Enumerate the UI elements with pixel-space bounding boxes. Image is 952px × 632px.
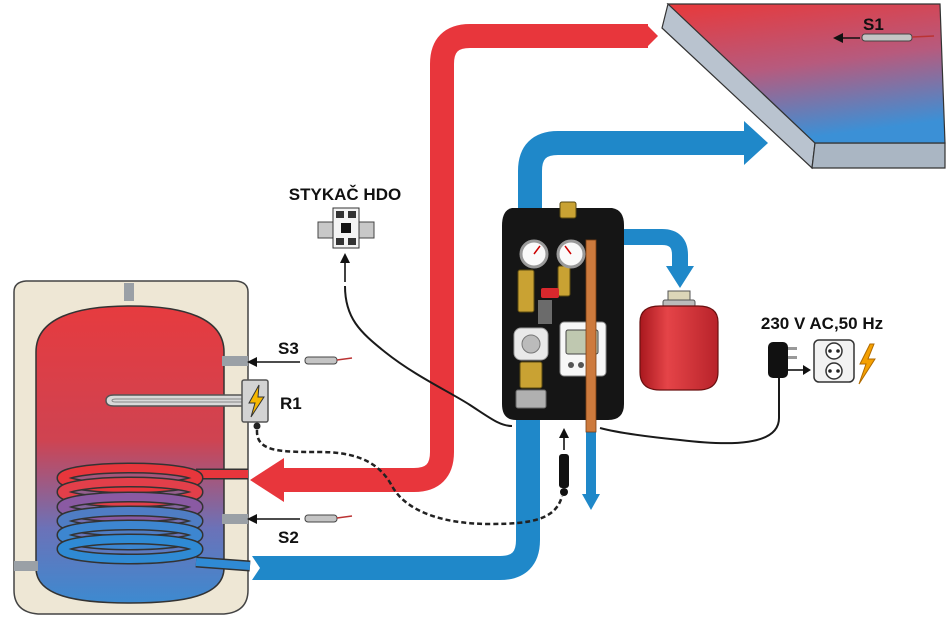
sensor-wire [336,515,353,519]
heater-rod-inner [111,398,242,403]
storage-tank [13,280,251,615]
tank-strap-left [14,561,38,571]
hdo-contactor-icon [317,207,375,249]
sensor-probe [304,514,338,523]
hot-pipe-body [282,24,648,492]
sensor-wire [911,35,935,38]
label-r1: R1 [280,394,302,413]
sensor-s3 [247,356,353,367]
flow-meter [538,300,552,324]
socket-plate [813,339,855,383]
heat-exchanger-coil [56,462,251,572]
contactor-terminal [348,238,356,245]
station-left-valve [517,269,535,313]
power-cable [599,378,780,445]
hot-pipe-arrow-icon [250,458,284,502]
station-housing [502,208,624,420]
coil-outlet-fill [195,558,251,570]
cold-return-pipe [252,412,540,580]
connector-end [560,488,568,496]
tank-strap-right-top [222,356,248,366]
plug-pin [788,347,797,350]
collector-absorber [666,3,946,144]
copper-return-pipe [585,239,597,433]
socket-hole [836,349,840,353]
heater-rod [105,394,242,407]
contactor-terminal [336,238,344,245]
station-lower-valve [515,389,547,409]
station-lower-fitting [519,361,543,389]
collector-supply-arrow-icon [744,121,768,165]
power-plug-icon [768,342,797,378]
sensor-s2 [247,514,353,524]
contactor-terminal [348,211,356,218]
collector-bottom-edge [811,142,946,169]
thermometer-needle [533,245,541,255]
coil-loop [58,507,202,535]
heater-cable [255,429,564,526]
coil-loop [58,521,202,549]
expansion-pipe-body [592,229,688,266]
hdo-arrow-icon [340,253,350,263]
sensor-probe [861,33,913,42]
label-s3: S3 [278,339,299,358]
sensor-arrow-icon [833,33,843,43]
lightning-icon [248,384,265,418]
coil-loop [58,493,202,521]
sensor-s1 [833,33,935,43]
lightning-icon [858,343,876,385]
socket-hole [828,369,832,373]
expansion-pipe [592,229,694,288]
socket-outlet [825,342,843,360]
sensor-wire [336,357,353,361]
label-hdo: STYKAČ HDO [289,185,401,204]
hot-pipe-tail [646,24,658,48]
pump-station [502,201,624,420]
heater-connector [559,428,569,496]
plug-pin [788,356,797,359]
collector-supply-pipe [518,121,768,236]
socket-outlet [825,362,843,380]
heater-terminal-box [241,379,269,430]
plug-arrow-icon [803,365,811,375]
coil-loop [58,464,202,492]
controller-button [578,362,584,368]
vessel-body [639,305,719,391]
drain-arrow-icon [582,494,600,510]
contactor-terminal [336,211,344,218]
gauge-needle [564,245,572,255]
socket-icon [813,339,855,383]
coil-loop [58,535,202,563]
expansion-arrow-icon [666,266,694,288]
drain-pipe [582,428,600,510]
label-s2: S2 [278,528,299,547]
sensor-arrow-icon [247,514,257,524]
plug-body [768,342,788,378]
socket-hole [836,369,840,373]
hdo-cable [344,285,513,427]
socket-hole [828,349,832,353]
pump-rotor-icon [521,334,541,354]
label-s1: S1 [863,15,884,34]
tank-strap-right-bottom [222,514,248,524]
collector-supply-pipe-body [518,131,744,236]
contactor-switch [341,223,351,233]
station-center-valve [557,265,571,297]
sensor-probe [304,356,338,365]
tank-top-strap [124,283,134,301]
connector-arrow-icon [559,428,569,438]
cold-return-pipe-tail [252,556,262,580]
safety-valve-handle [541,288,559,298]
controller-button [568,362,574,368]
cold-return-pipe-body [262,412,540,580]
connector-plug [559,454,569,488]
sensor-arrow-icon [247,357,257,367]
expansion-vessel [639,290,719,391]
heater-box-gland [253,422,261,430]
hot-flow-pipe [250,24,658,502]
label-power: 230 V AC,50 Hz [761,314,883,333]
station-top-fitting [559,201,577,219]
